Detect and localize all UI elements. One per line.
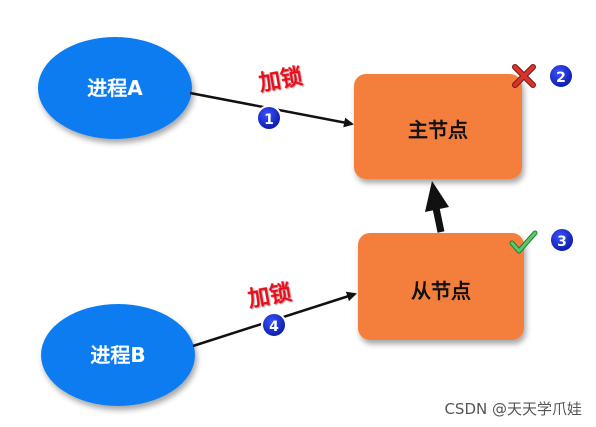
process-b-node: 进程B — [41, 304, 195, 406]
process-a-node: 进程A — [38, 37, 192, 139]
lock-label-bottom: 加锁 — [245, 279, 294, 312]
watermark: CSDN @天天学爪娃 — [444, 400, 582, 418]
master-node-label: 主节点 — [408, 118, 468, 142]
check-icon — [509, 230, 538, 254]
lock-label-top: 加锁 — [256, 63, 305, 96]
step-badge-3: 3 — [549, 227, 575, 253]
master-node: 主节点 — [354, 74, 522, 179]
step-badge-2-label: 2 — [556, 70, 566, 86]
cross-icon — [512, 64, 536, 88]
arrow-slave-to-master — [425, 181, 449, 233]
step-badge-1: 1 — [256, 105, 282, 131]
step-badge-2: 2 — [548, 63, 574, 89]
step-badge-4: 4 — [261, 312, 287, 338]
step-badge-1-label: 1 — [264, 112, 274, 128]
slave-node: 从节点 — [358, 233, 524, 340]
step-badge-4-label: 4 — [269, 319, 279, 335]
process-a-label: 进程A — [87, 76, 143, 100]
step-badge-3-label: 3 — [557, 234, 567, 250]
slave-node-label: 从节点 — [411, 279, 471, 303]
process-b-label: 进程B — [90, 343, 145, 367]
